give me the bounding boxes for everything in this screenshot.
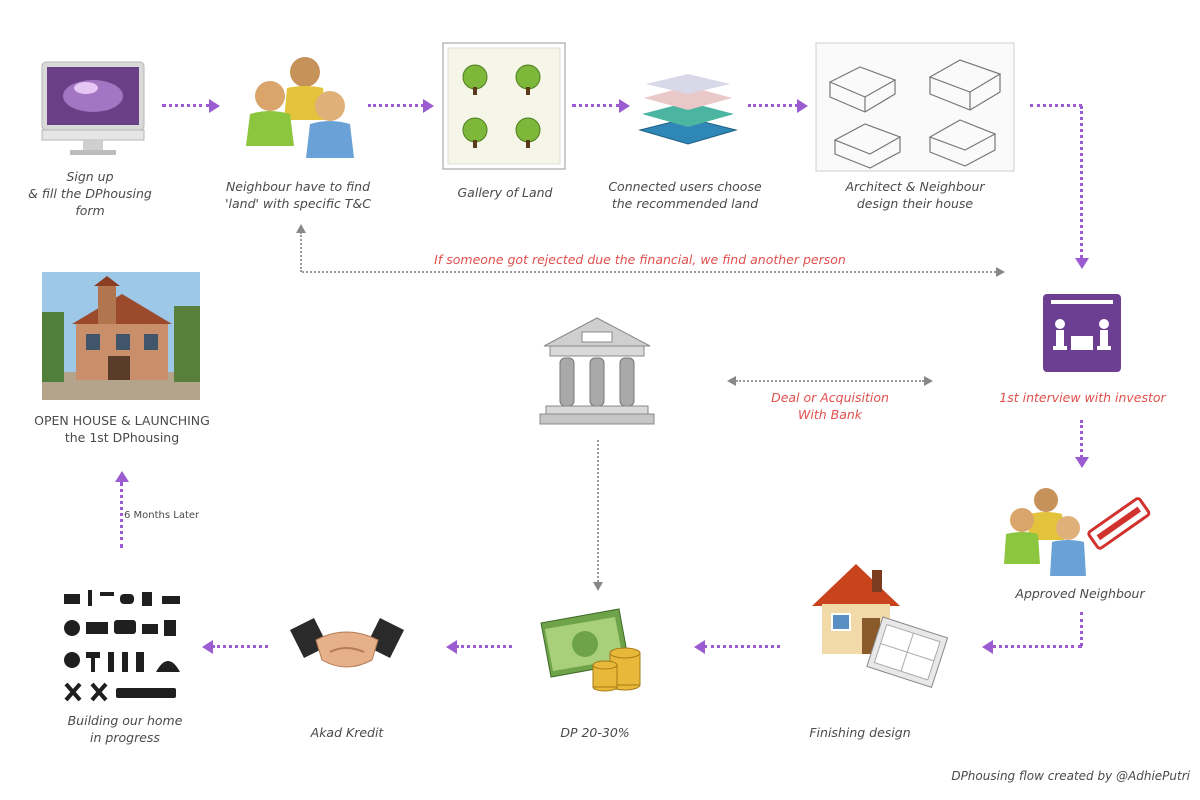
arrowhead <box>296 224 306 233</box>
caption-approved-neighbour: Approved Neighbour <box>1015 586 1145 601</box>
caption-connected-users: Connected users choose the recommended l… <box>608 179 762 211</box>
arrow-sketches-right <box>1030 104 1082 107</box>
arrow-finishing-to-dp <box>704 645 780 648</box>
house-icon <box>806 556 951 701</box>
caption-deal-acquisition: Deal or Acquisition With Bank <box>771 390 889 422</box>
arrow-dp-to-akad <box>456 645 512 648</box>
money-icon <box>537 607 652 692</box>
caption-finishing-design: Finishing design <box>809 725 911 740</box>
arrowhead <box>982 640 993 654</box>
arrowhead <box>423 99 434 113</box>
people-group-icon <box>240 48 365 163</box>
caption-open-house: OPEN HOUSE & LAUNCHING the 1st DPhousing <box>34 413 210 445</box>
credit-text: DPhousing flow created by @AdhiePutri <box>951 769 1190 783</box>
arrowhead <box>446 640 457 654</box>
caption-signup: Sign up & fill the DPhousing form <box>28 169 152 218</box>
arrowhead <box>619 99 630 113</box>
rejected-loop-up <box>300 232 302 272</box>
tools-icon <box>62 588 190 706</box>
arrowhead <box>115 471 129 482</box>
arrow-signup-to-neighbour <box>162 104 210 107</box>
interview-icon <box>1043 294 1121 372</box>
bank-interview-line <box>736 380 924 382</box>
caption-building: Building our home in progress <box>67 713 183 745</box>
land-gallery-icon <box>442 42 566 170</box>
arrow-down-to-interview <box>1080 106 1083 258</box>
house-sketches-icon <box>815 42 1015 172</box>
arrow-layers-to-sketches <box>748 104 798 107</box>
caption-months-later: 6 Months Later <box>124 510 200 521</box>
arrowhead <box>593 582 603 591</box>
monitor-icon <box>38 60 148 160</box>
handshake-icon <box>286 610 408 682</box>
arrowhead <box>209 99 220 113</box>
arrow-interview-to-approved <box>1080 420 1083 458</box>
caption-dp: DP 20-30% <box>560 725 630 740</box>
house-photo-icon <box>42 272 200 400</box>
approved-people-icon <box>1000 484 1160 582</box>
arrow-neighbour-to-gallery <box>368 104 424 107</box>
caption-gallery-of-land: Gallery of Land <box>457 185 553 200</box>
arrow-approved-down <box>1080 612 1083 646</box>
caption-rejected-note: If someone got rejected due the financia… <box>434 252 846 267</box>
arrowhead <box>797 99 808 113</box>
arrowhead <box>996 267 1005 277</box>
arrowhead <box>727 376 736 386</box>
arrowhead <box>1075 258 1089 269</box>
arrow-building-to-open-house <box>120 482 123 548</box>
bank-to-money-line <box>597 440 599 582</box>
arrow-akad-to-building <box>212 645 268 648</box>
arrow-approved-left <box>992 645 1082 648</box>
arrowhead <box>1075 457 1089 468</box>
arrowhead <box>924 376 933 386</box>
arrow-gallery-to-layers <box>572 104 620 107</box>
arrowhead <box>694 640 705 654</box>
arrowhead <box>202 640 213 654</box>
map-layers-icon <box>632 72 744 152</box>
rejected-loop-line <box>302 271 996 273</box>
bank-icon <box>538 314 656 426</box>
caption-neighbour-find-land: Neighbour have to find 'land' with speci… <box>225 179 371 211</box>
caption-architect-design: Architect & Neighbour design their house <box>845 179 985 211</box>
caption-interview: 1st interview with investor <box>999 390 1166 405</box>
caption-akad: Akad Kredit <box>310 725 384 740</box>
